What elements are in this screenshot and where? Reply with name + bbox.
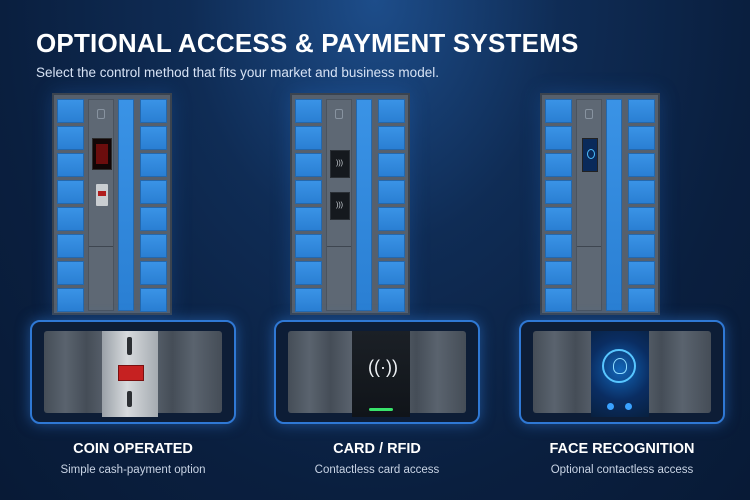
lock-icon: [335, 109, 343, 119]
face-recognition-icon: [591, 331, 649, 417]
locker-door-tall: [606, 99, 622, 311]
locker-door-stack: [57, 99, 84, 315]
coin-acceptor-icon: [102, 331, 158, 417]
locker-door-tall: [356, 99, 372, 311]
coin-slot-icon: [96, 184, 108, 206]
status-led: [369, 408, 393, 411]
option-coin-operated: COIN OPERATED Simple cash-payment option: [18, 88, 248, 488]
lock-icon: [97, 109, 105, 119]
control-panel: [576, 99, 602, 311]
option-card-rfid: ))) ))) ((·)) CARD / RFID Contactless ca…: [262, 88, 492, 488]
control-panel: [88, 99, 114, 311]
locker-door-stack: [140, 99, 167, 315]
locker-image: [52, 93, 172, 315]
locker-door-tall: [118, 99, 134, 311]
face-scanner-closeup: [519, 320, 725, 424]
locker-door-stack: [545, 99, 572, 315]
option-description: Contactless card access: [314, 464, 440, 476]
option-description: Optional contactless access: [550, 464, 694, 476]
option-title: CARD / RFID: [333, 441, 421, 457]
option-title: FACE RECOGNITION: [549, 441, 695, 457]
face-scanner-screen: [582, 138, 598, 172]
locker-image: [540, 93, 660, 315]
lock-icon: [585, 109, 593, 119]
coin-acceptor-closeup: [30, 320, 236, 424]
rfid-reader-icon: ((·)): [352, 331, 410, 417]
page-subtitle: Select the control method that fits your…: [36, 65, 439, 80]
rfid-reader-closeup: ((·)): [274, 320, 480, 424]
control-panel: ))) ))): [326, 99, 352, 311]
option-title: COIN OPERATED: [73, 441, 193, 457]
page-title: OPTIONAL ACCESS & PAYMENT SYSTEMS: [36, 28, 579, 58]
option-face-recognition: FACE RECOGNITION Optional contactless ac…: [507, 88, 737, 488]
locker-door-stack: [295, 99, 322, 315]
option-description: Simple cash-payment option: [60, 464, 206, 476]
rfid-reader-icon: ))): [330, 150, 350, 178]
locker-image: ))) ))): [290, 93, 410, 315]
locker-door-stack: [628, 99, 655, 315]
coin-display: [92, 138, 112, 170]
locker-door-stack: [378, 99, 405, 315]
rfid-reader-icon: ))): [330, 192, 350, 220]
